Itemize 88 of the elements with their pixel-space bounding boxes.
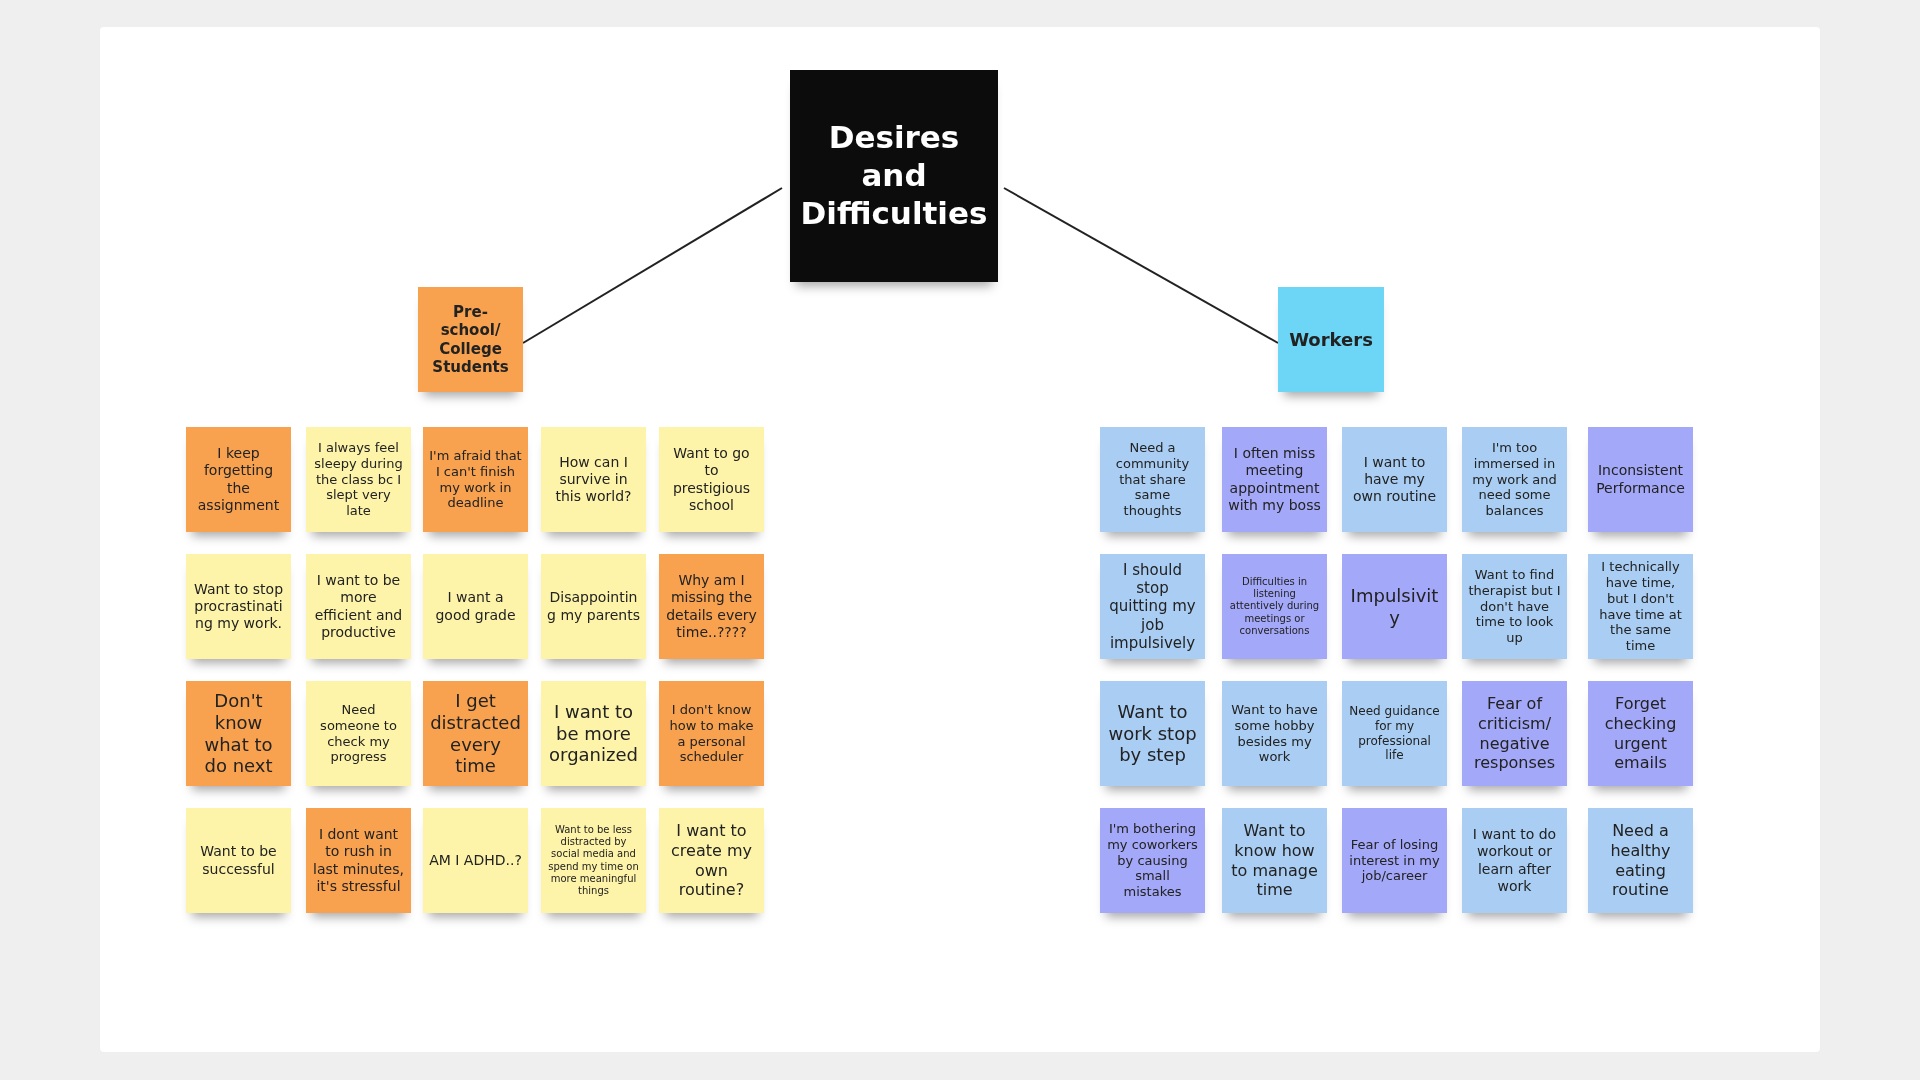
note-text: I often miss meeting appointment with my boss <box>1228 445 1321 514</box>
sticky-note <box>659 554 764 659</box>
sticky-note <box>423 427 528 532</box>
sticky-note <box>306 427 411 532</box>
note-text: Want to be successful <box>199 843 278 878</box>
note-text: Workers <box>1289 328 1373 351</box>
note-text: Want to have some hobby besides my work <box>1230 701 1319 766</box>
note-text: Want to work stop by step <box>1107 700 1198 767</box>
note-text: How can I survive in this world? <box>554 453 633 506</box>
sticky-note <box>423 681 528 786</box>
sticky-note <box>1588 681 1693 786</box>
sticky-note <box>186 808 291 913</box>
note-text: I dont want to rush in last minutes, it's stressful <box>312 826 405 895</box>
note-text: AM I ADHD..? <box>429 851 522 870</box>
sticky-note <box>1342 427 1447 532</box>
note-text: I technically have time, but I don't have time at the same time <box>1598 558 1683 655</box>
note-text: I keep forgetting the assignment <box>196 445 281 514</box>
note-text: Inconsistent Performance <box>1595 462 1686 497</box>
note-text: I don't know how to make a personal scheduler <box>668 701 755 766</box>
note-text: I want to create my own routine? <box>670 821 753 900</box>
note-text: I want to be more organized <box>548 700 639 767</box>
sticky-note <box>1222 427 1327 532</box>
sticky-note <box>1588 808 1693 913</box>
sticky-note <box>306 808 411 913</box>
note-text: Pre-school/ College Students <box>431 302 510 377</box>
note-text: Want to go to prestigious school <box>671 445 752 514</box>
note-text: Why am I missing the details every time..???? <box>665 572 758 641</box>
note-text: Difficulties in listening attentively during meetings or conversations <box>1228 576 1321 637</box>
sticky-note <box>1588 427 1693 532</box>
sticky-note <box>186 681 291 786</box>
sticky-note <box>1100 808 1205 913</box>
sticky-note <box>1100 427 1205 532</box>
sticky-note <box>306 681 411 786</box>
note-text: Desires and Difficulties <box>799 119 989 233</box>
note-text: Fear of criticism/ negative responses <box>1473 694 1556 773</box>
note-text: I want a good grade <box>434 589 517 624</box>
title-note <box>790 70 998 282</box>
category-note <box>418 287 523 392</box>
sticky-note <box>1222 808 1327 913</box>
note-text: Forget checking urgent emails <box>1603 694 1678 773</box>
sticky-note <box>541 681 646 786</box>
note-text: I always feel sleepy during the class bc I slept very late <box>313 439 404 520</box>
sticky-note <box>659 681 764 786</box>
note-text: Impulsivity <box>1349 584 1440 629</box>
note-text: Need someone to check my progress <box>319 701 398 766</box>
note-text: Want to stop procrastinating my work. <box>192 580 285 633</box>
note-text: I want to do workout or learn after work <box>1471 826 1558 895</box>
sticky-note <box>186 554 291 659</box>
note-text: I'm afraid that I can't finish my work in deadline <box>429 447 522 512</box>
note-text: I want to have my own routine <box>1351 453 1438 506</box>
sticky-note <box>423 554 528 659</box>
note-text: Want to find therapist but I don't have time to look up <box>1468 566 1561 647</box>
note-text: Need guidance for my professional life <box>1348 704 1441 763</box>
note-text: I want to be more efficient and productive <box>313 572 404 641</box>
category-note <box>1278 287 1384 392</box>
sticky-note <box>1462 427 1567 532</box>
sticky-note <box>541 427 646 532</box>
note-text: I should stop quitting my job impulsively <box>1108 560 1197 653</box>
sticky-note <box>186 427 291 532</box>
sticky-note <box>1588 554 1693 659</box>
sticky-note <box>1462 681 1567 786</box>
sticky-note <box>1222 681 1327 786</box>
sticky-note <box>1462 808 1567 913</box>
sticky-note <box>1100 681 1205 786</box>
note-text: I'm bothering my coworkers by causing small mistakes <box>1106 820 1199 901</box>
sticky-note <box>659 808 764 913</box>
note-text: Want to know how to manage time <box>1230 821 1319 900</box>
note-text: I get distracted every time <box>429 689 522 778</box>
note-text: I'm too immersed in my work and need some balances <box>1471 439 1558 520</box>
sticky-note <box>1100 554 1205 659</box>
note-text: Fear of losing interest in my job/career <box>1348 836 1441 885</box>
sticky-note <box>541 808 646 913</box>
sticky-note <box>1222 554 1327 659</box>
sticky-note <box>659 427 764 532</box>
note-text: Need a healthy eating routine <box>1609 821 1672 900</box>
connector-line <box>522 187 783 344</box>
note-text: Don't know what to do next <box>203 689 274 778</box>
note-text: Disappointing my parents <box>547 589 640 624</box>
sticky-note <box>306 554 411 659</box>
sticky-note <box>423 808 528 913</box>
connector-line <box>1003 187 1279 344</box>
note-text: Need a community that share same thoughts <box>1114 439 1191 520</box>
sticky-note <box>1342 554 1447 659</box>
sticky-note <box>541 554 646 659</box>
note-text: Want to be less distracted by social media and spend my time on more meaningful things <box>547 823 640 898</box>
sticky-note <box>1342 808 1447 913</box>
sticky-note <box>1462 554 1567 659</box>
sticky-note <box>1342 681 1447 786</box>
